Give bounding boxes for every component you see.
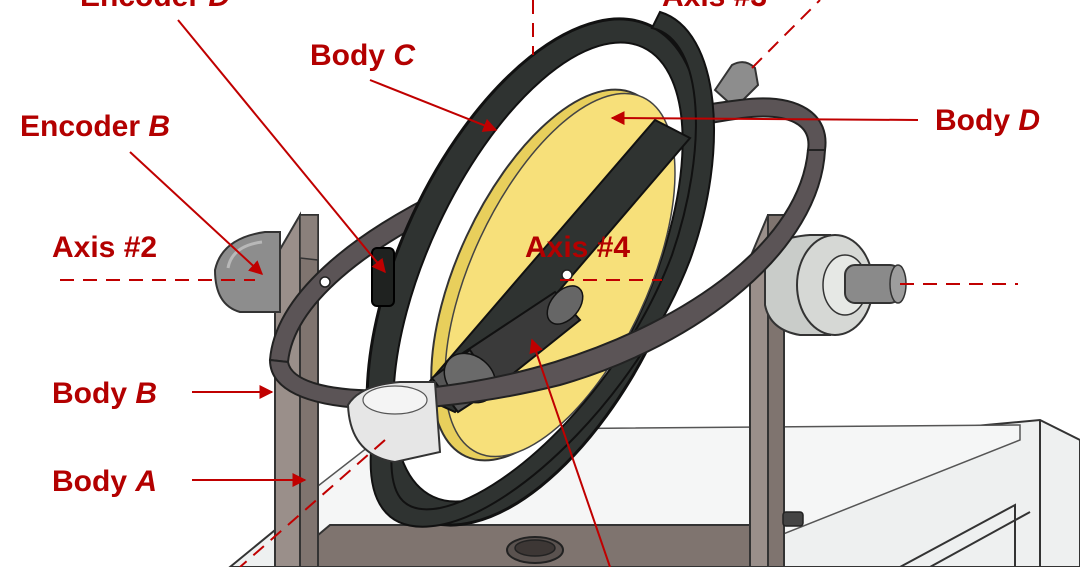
axis-3-line <box>751 0 821 69</box>
arrow-body-c <box>369 79 498 132</box>
arrow-body-d <box>610 111 919 126</box>
label-body-b: Body B <box>52 377 157 410</box>
label-body-d: Body D <box>935 104 1040 137</box>
arrow-motor <box>529 338 611 567</box>
label-encoder-d: Encoder D <box>80 0 230 13</box>
label-axis-3: Axis #3 <box>662 0 767 13</box>
label-axis-2: Axis #2 <box>52 231 157 264</box>
arrow-encoder-d <box>177 19 386 274</box>
leader-arrows <box>129 19 919 567</box>
label-axis-4: Axis #4 <box>525 231 630 264</box>
left-bearing <box>346 381 442 464</box>
encoder-d <box>371 247 395 307</box>
label-encoder-b: Encoder B <box>20 110 170 143</box>
top-knob <box>713 61 760 110</box>
table-base <box>228 418 1080 567</box>
label-body-a: Body A <box>52 465 157 498</box>
axis-diag-line <box>239 439 386 567</box>
left-knob <box>213 231 281 313</box>
labels: Encoder D Axis #3 Body C Encoder B Body … <box>20 0 1040 498</box>
label-body-c: Body C <box>310 39 416 72</box>
axis-lines <box>60 0 1018 567</box>
right-bearing <box>764 234 907 336</box>
arrow-encoder-b <box>129 151 264 275</box>
